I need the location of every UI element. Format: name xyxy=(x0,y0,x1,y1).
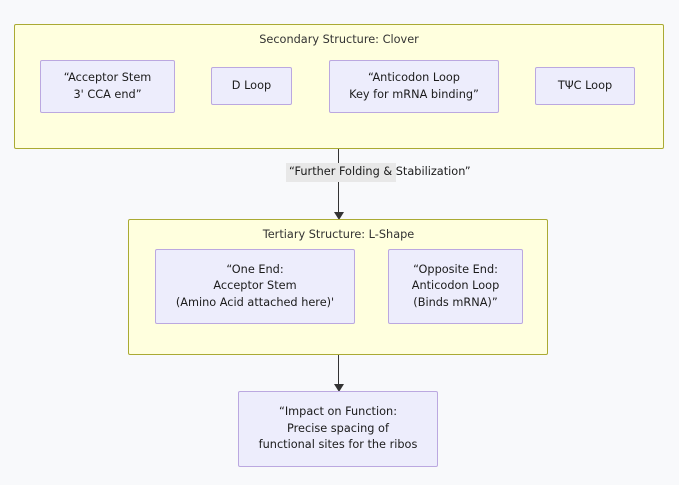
node-acceptor-stem[interactable]: “Acceptor Stem 3' CCA end” xyxy=(40,60,175,113)
node-impact-line-1: “Impact on Function: xyxy=(278,405,398,419)
edge-secondary-to-tertiary-line xyxy=(338,149,340,217)
node-anticodon-loop-line-2: Key for mRNA binding” xyxy=(349,87,479,101)
edge-label-line-2: Stabilization” xyxy=(395,165,471,178)
node-opposite-end[interactable]: “Opposite End: Anticodon Loop (Binds mRN… xyxy=(388,249,523,324)
edge-secondary-to-tertiary-arrowhead-icon xyxy=(333,212,344,220)
node-one-end-line-2: Acceptor Stem xyxy=(213,279,297,293)
edge-secondary-to-tertiary-label: “Further Folding & Stabilization” xyxy=(286,163,471,182)
node-anticodon-loop[interactable]: “Anticodon Loop Key for mRNA binding” xyxy=(329,60,499,113)
edge-tertiary-to-impact-arrowhead-icon xyxy=(333,384,344,392)
node-impact-line-3: functional sites for the ribos xyxy=(258,438,418,452)
node-d-loop[interactable]: D Loop xyxy=(211,67,292,105)
edge-label-line-1: “Further Folding & xyxy=(289,165,393,178)
node-impact-line-2: Precise spacing of xyxy=(287,421,389,435)
node-d-loop-line-1: D Loop xyxy=(231,78,272,92)
node-one-end-line-1: “One End: xyxy=(226,262,284,276)
node-anticodon-loop-line-1: “Anticodon Loop xyxy=(368,71,460,84)
node-opposite-end-line-1: “Opposite End: xyxy=(413,262,498,276)
node-one-end-line-3: (Amino Acid attached here)' xyxy=(175,295,335,309)
node-tpsic-loop[interactable]: TΨC Loop xyxy=(535,67,635,105)
subgraph-tertiary-title: Tertiary Structure: L-Shape xyxy=(262,228,415,241)
node-acceptor-stem-line-2: 3' CCA end” xyxy=(73,87,142,101)
node-opposite-end-line-3: (Binds mRNA)” xyxy=(413,295,498,309)
node-tpsic-loop-line-1: TΨC Loop xyxy=(557,78,613,92)
edge-tertiary-to-impact-line xyxy=(338,355,340,389)
node-opposite-end-line-2: Anticodon Loop xyxy=(411,279,500,293)
node-acceptor-stem-line-1: “Acceptor Stem xyxy=(63,71,152,84)
subgraph-secondary-title: Secondary Structure: Clover xyxy=(259,33,419,46)
node-one-end[interactable]: “One End: Acceptor Stem (Amino Acid atta… xyxy=(155,249,355,324)
node-impact-on-function[interactable]: “Impact on Function: Precise spacing of … xyxy=(238,391,438,467)
